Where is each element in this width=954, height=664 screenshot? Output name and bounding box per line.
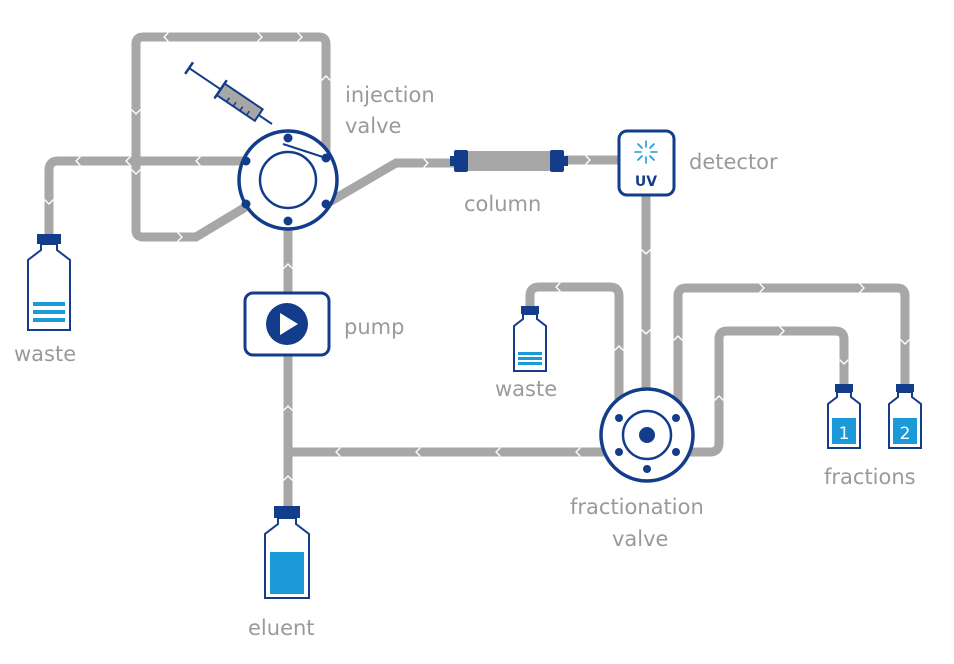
- flow-arrows: [44, 32, 910, 481]
- valve-port: [283, 133, 293, 143]
- tube-to-waste-left: [44, 156, 249, 241]
- fraction-bottle-1: 1: [827, 384, 861, 449]
- valve-port: [283, 216, 293, 226]
- detector-label: detector: [689, 150, 778, 174]
- fraction-1-number: 1: [839, 424, 850, 444]
- pump: [243, 291, 331, 357]
- waste-label-left: waste: [14, 342, 76, 366]
- valve-port: [321, 199, 331, 209]
- tube-sample-loop: [131, 32, 331, 242]
- tube-to-fraction-2: [673, 283, 910, 423]
- valve-port: [241, 156, 251, 166]
- fraction-bottle-2: 2: [888, 384, 922, 449]
- column: [450, 150, 568, 172]
- fractionation-valve-label-2: valve: [612, 527, 668, 551]
- tubing: [44, 32, 910, 511]
- valve-center-port: [639, 427, 655, 443]
- injection-valve: [237, 129, 339, 231]
- valve-port: [615, 414, 623, 422]
- eluent-label: eluent: [248, 616, 315, 640]
- injection-valve-label-1: injection: [345, 83, 435, 107]
- waste-label-right: waste: [495, 377, 557, 401]
- column-label: column: [464, 192, 541, 216]
- fractionation-valve: [599, 387, 695, 483]
- detector: UV: [617, 129, 676, 197]
- injection-valve-label-2: valve: [345, 114, 401, 138]
- waste-bottle-right: [513, 306, 547, 372]
- fractionation-valve-label-1: fractionation: [570, 495, 704, 519]
- tube-valve-to-column: [321, 158, 461, 209]
- valve-port: [672, 448, 680, 456]
- play-icon: [266, 303, 308, 345]
- pump-label: pump: [344, 315, 404, 339]
- tube-to-fraction-1: [675, 326, 849, 457]
- fractions-label: fractions: [824, 465, 916, 489]
- fraction-2-number: 2: [900, 424, 911, 444]
- eluent-bottle: [264, 506, 310, 599]
- tube-to-waste-right: [525, 282, 624, 423]
- valve-port: [615, 448, 623, 456]
- valve-port: [672, 414, 680, 422]
- uv-lamp-icon: [634, 140, 658, 164]
- valve-port: [643, 465, 651, 473]
- syringe-icon: [184, 61, 273, 125]
- uv-badge: UV: [635, 174, 657, 190]
- waste-bottle-left: [27, 234, 71, 331]
- valve-port: [241, 199, 251, 209]
